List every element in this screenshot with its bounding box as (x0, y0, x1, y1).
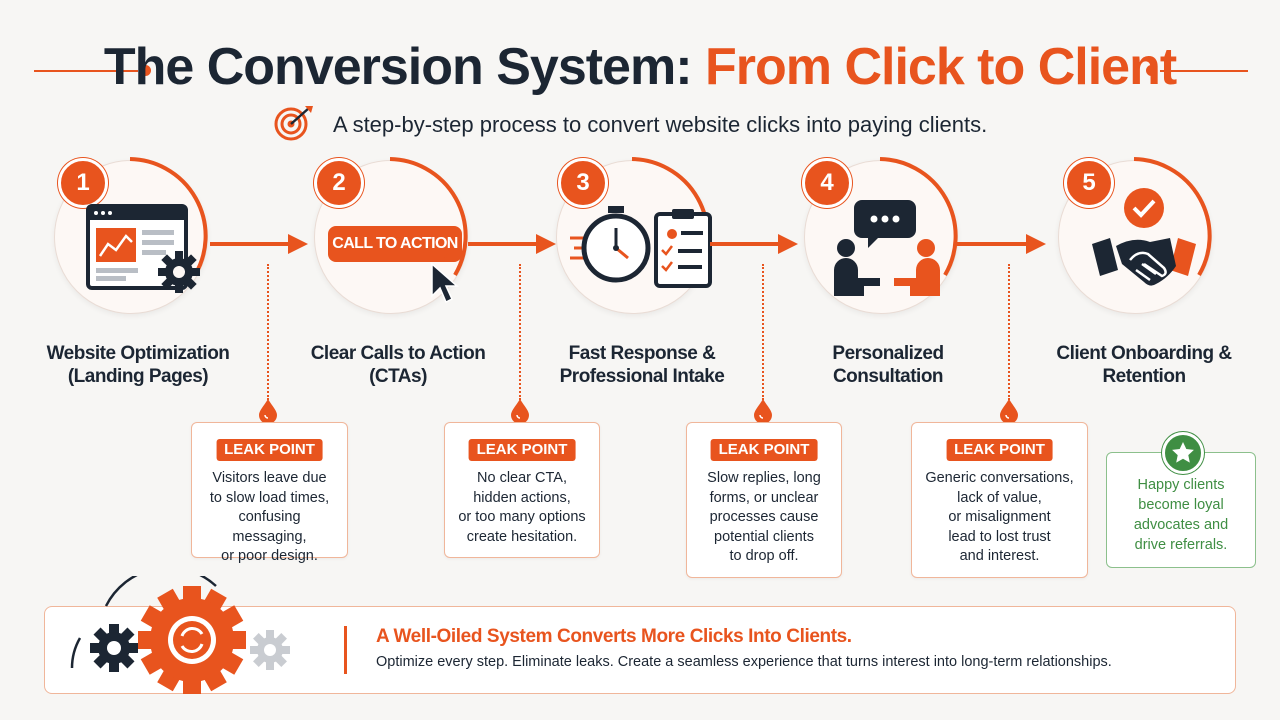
leak-text: No clear CTA, hidden actions, or too man… (458, 470, 586, 545)
leak-drop-icon (259, 399, 277, 424)
leak-line-1 (267, 264, 269, 400)
star-icon (1162, 432, 1204, 474)
banner-subtext: Optimize every step. Eliminate leaks. Cr… (376, 654, 1112, 670)
leak-text: Generic conversations, lack of value, or… (925, 470, 1074, 564)
title-rule-left (34, 70, 138, 72)
gears-icon (70, 576, 290, 694)
browser-gear-icon (86, 204, 200, 293)
cta-button-icon: CALL TO ACTION (328, 226, 462, 262)
consultation-icon (834, 200, 940, 296)
step-1-number-badge: 1 (58, 158, 108, 208)
leak-box-1: LEAK POINT Visitors leave due to slow lo… (191, 422, 348, 564)
cursor-icon (423, 250, 459, 304)
leak-box-2: LEAK POINT No clear CTA, hidden actions,… (444, 422, 600, 558)
step-5-label: Client Onboarding & Retention (1056, 343, 1232, 387)
step-2-label: Clear Calls to Action (CTAs) (310, 343, 486, 387)
flow-arrow-4 (956, 234, 1046, 254)
subtitle: A step-by-step process to convert websit… (333, 112, 988, 137)
leak-text: Slow replies, long forms, or unclear pro… (707, 470, 821, 564)
cta-button-text: CALL TO ACTION (332, 235, 458, 252)
page-title: The Conversion System: From Click to Cli… (0, 32, 1280, 102)
step-3-number-badge: 3 (558, 158, 608, 208)
title-dot-left (140, 65, 151, 76)
title-row: The Conversion System: From Click to Cli… (0, 28, 1280, 98)
leak-line-4 (1008, 264, 1010, 400)
title-part-1: The Conversion System: (103, 38, 693, 96)
target-icon (274, 106, 313, 141)
leak-tag: LEAK POINT (216, 439, 323, 461)
title-dot-right (1146, 65, 1157, 76)
leak-box-3: LEAK POINT Slow replies, long forms, or … (686, 422, 842, 578)
leak-drop-icon (1000, 399, 1018, 424)
handshake-icon (1092, 188, 1196, 286)
flow-arrow-2 (468, 234, 556, 254)
leak-drop-icon (754, 399, 772, 424)
step-4-number-badge: 4 (802, 158, 852, 208)
leak-drop-icon (511, 399, 529, 424)
banner-headline: A Well-Oiled System Converts More Clicks… (376, 626, 852, 647)
leak-text: Visitors leave due to slow load times, c… (209, 470, 330, 564)
leak-tag: LEAK POINT (468, 439, 576, 461)
step-1-label: Website Optimization (Landing Pages) (46, 343, 230, 387)
step-3-label: Fast Response & Professional Intake (559, 343, 725, 387)
leak-box-4: LEAK POINT Generic conversations, lack o… (911, 422, 1088, 578)
leak-tag: LEAK POINT (946, 439, 1053, 461)
flow-arrow-1 (210, 234, 308, 254)
step-2-number-badge: 2 (314, 158, 364, 208)
stopwatch-clipboard-icon (570, 206, 712, 288)
banner-separator (344, 626, 347, 674)
step-5-number-badge: 5 (1064, 158, 1114, 208)
title-part-2: From Click to Client (705, 38, 1177, 96)
title-rule-right (1160, 70, 1248, 72)
step-4-label: Personalized Consultation (832, 343, 944, 387)
leak-line-3 (762, 264, 764, 400)
leak-tag: LEAK POINT (710, 439, 818, 461)
happy-clients-text: Happy clients become loyal advocates and… (1133, 477, 1229, 553)
leak-line-2 (519, 264, 521, 400)
flow-arrow-3 (710, 234, 798, 254)
